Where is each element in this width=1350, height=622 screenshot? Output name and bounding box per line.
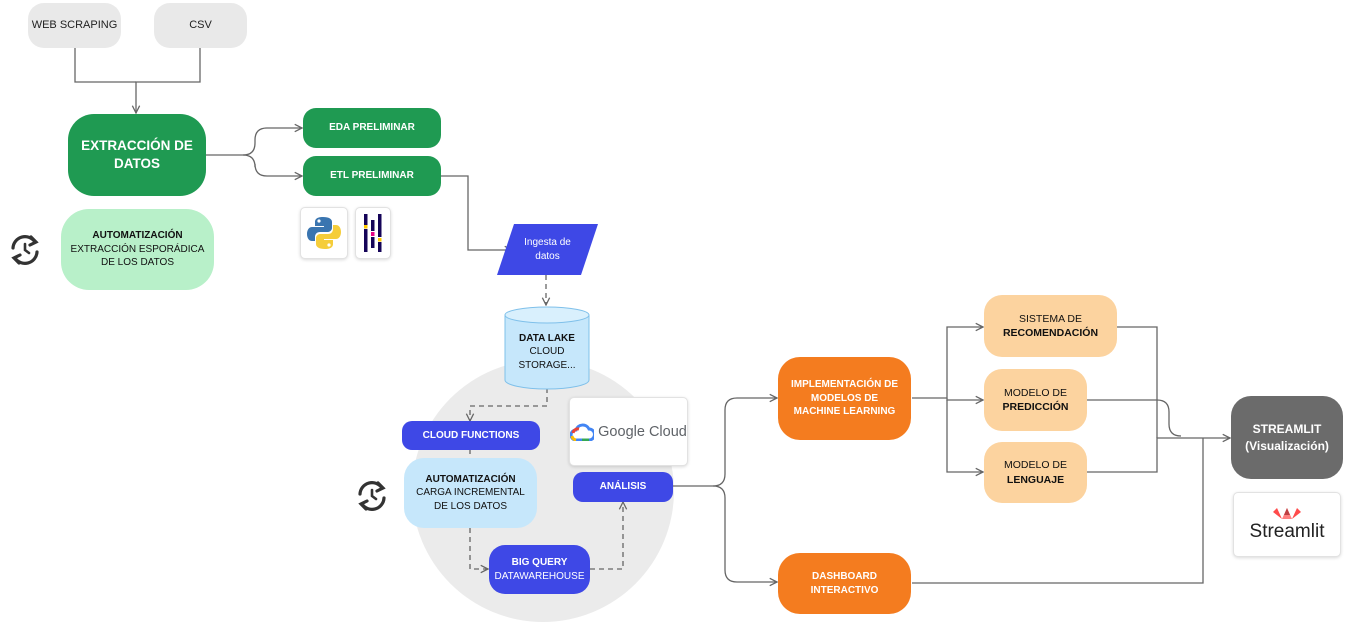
streamlit-node: STREAMLIT (Visualización) (1231, 396, 1343, 479)
automation-incremental-title: AUTOMATIZACIÓN (425, 473, 516, 485)
bigquery-line2: DATAWAREHOUSE (494, 570, 585, 582)
cloud-functions-node: CLOUD FUNCTIONS (402, 421, 540, 450)
streamlit-line1: STREAMLIT (1252, 422, 1322, 437)
datalake-line1: DATA LAKE (519, 332, 575, 344)
eda-preliminar-node: EDA PRELIMINAR (303, 108, 441, 148)
edge-datalake-to-cloudfunctions (470, 388, 548, 421)
python-logo-card (300, 207, 348, 259)
streamlit-logo-card: Streamlit (1233, 492, 1341, 557)
ml-line1: IMPLEMENTACIÓN DE (790, 379, 899, 391)
streamlit-logo-label: Streamlit (1249, 521, 1325, 542)
lenguaje-line2: LENGUAJE (1006, 473, 1065, 486)
pandas-logo-icon (364, 214, 382, 252)
edge-ml-to-recomendacion (912, 327, 983, 399)
sync-icon (358, 481, 386, 511)
edge-analisis-to-dashboard (712, 485, 777, 582)
streamlit-logo-icon (1273, 508, 1301, 519)
automation-extraction-title: AUTOMATIZACIÓN (92, 230, 183, 242)
pandas-logo-card (355, 207, 391, 259)
edge-ml-to-lenguaje (946, 400, 983, 472)
analisis-label: ANÁLISIS (599, 481, 647, 493)
datalake-line2: CLOUD (529, 346, 565, 358)
edge-extraction-to-eda (206, 128, 302, 156)
google-cloud-label: Google Cloud (598, 423, 687, 440)
language-model-node: MODELO DE LENGUAJE (984, 442, 1087, 503)
edge-prediccion-to-streamlit (1087, 399, 1182, 437)
python-logo-icon (307, 217, 341, 249)
ml-line3: MACHINE LEARNING (793, 406, 896, 418)
recomendacion-line1: SISTEMA DE (1018, 312, 1082, 325)
recommendation-system-node: SISTEMA DE RECOMENDACIÓN (984, 295, 1117, 357)
streamlit-line2: (Visualización) (1245, 438, 1329, 453)
bigquery-line1: BIG QUERY (511, 557, 568, 568)
edge-lenguaje-to-streamlit (1087, 438, 1230, 473)
edge-web-to-extraction (74, 48, 136, 83)
analisis-node: ANÁLISIS (573, 472, 673, 502)
prediccion-line2: PREDICCIÓN (1002, 401, 1069, 413)
etl-label: ETL PRELIMINAR (330, 170, 414, 182)
cloud-functions-label: CLOUD FUNCTIONS (422, 429, 520, 441)
edge-ml-to-prediccion (946, 398, 983, 400)
eda-label: EDA PRELIMINAR (329, 122, 415, 134)
recomendacion-line2: RECOMENDACIÓN (1002, 327, 1099, 339)
prediccion-line1: MODELO DE (1003, 386, 1067, 399)
edge-bigquery-to-analisis (590, 502, 623, 570)
csv-node: CSV (154, 3, 247, 48)
lenguaje-line1: MODELO DE (1003, 459, 1067, 472)
extraction-title-line1: EXTRACCIÓN DE (81, 137, 193, 153)
edge-csv-to-extraction (136, 48, 201, 113)
dashboard-line2: INTERACTIVO (810, 584, 879, 596)
prediction-model-node: MODELO DE PREDICCIÓN (984, 369, 1087, 431)
edge-analisis-to-ml (673, 398, 777, 487)
ml-implementation-node: IMPLEMENTACIÓN DE MODELOS DE MACHINE LEA… (778, 357, 911, 440)
ingesta-line1: Ingesta de (524, 237, 571, 248)
extraction-title-line2: DATOS (113, 156, 160, 171)
automation-extraction-node: AUTOMATIZACIÓN EXTRACCIÓN ESPORÁDICA DE … (61, 209, 214, 290)
automation-incremental-line2: DE LOS DATOS (434, 500, 507, 512)
edge-dashboard-to-streamlit (912, 438, 1204, 584)
ingesta-node: Ingesta de datos (510, 224, 585, 275)
dashboard-node: DASHBOARD INTERACTIVO (778, 553, 911, 614)
ingesta-shape (497, 224, 598, 275)
google-cloud-logo-icon (570, 423, 595, 441)
edge-automation-to-bigquery (469, 528, 488, 569)
google-cloud-card: Google Cloud (569, 397, 688, 466)
automation-incremental-node: AUTOMATIZACIÓN CARGA INCREMENTAL DE LOS … (404, 458, 537, 528)
edge-etl-to-ingesta (441, 175, 512, 250)
datalake-cylinder (504, 306, 590, 390)
edge-extraction-to-etl (242, 154, 302, 176)
csv-label: CSV (189, 19, 212, 32)
bigquery-node: BIG QUERY DATAWAREHOUSE (489, 545, 590, 594)
automation-extraction-line2: DE LOS DATOS (101, 257, 174, 269)
dashboard-line1: DASHBOARD (812, 571, 877, 582)
web-scraping-label: WEB SCRAPING (31, 19, 118, 32)
ml-line2: MODELOS DE (810, 392, 879, 404)
datalake-node: DATA LAKE CLOUD STORAGE... (504, 324, 590, 380)
etl-preliminar-node: ETL PRELIMINAR (303, 156, 441, 196)
automation-incremental-line1: CARGA INCREMENTAL (416, 487, 525, 499)
edge-recomendacion-to-streamlit (1117, 326, 1158, 438)
extraction-node: EXTRACCIÓN DE DATOS (68, 114, 206, 196)
web-scraping-node: WEB SCRAPING (28, 3, 121, 48)
automation-extraction-line1: EXTRACCIÓN ESPORÁDICA (70, 243, 205, 255)
ingesta-line2: datos (535, 250, 560, 262)
datalake-line3: STORAGE... (518, 359, 576, 371)
sync-icon (11, 235, 39, 265)
